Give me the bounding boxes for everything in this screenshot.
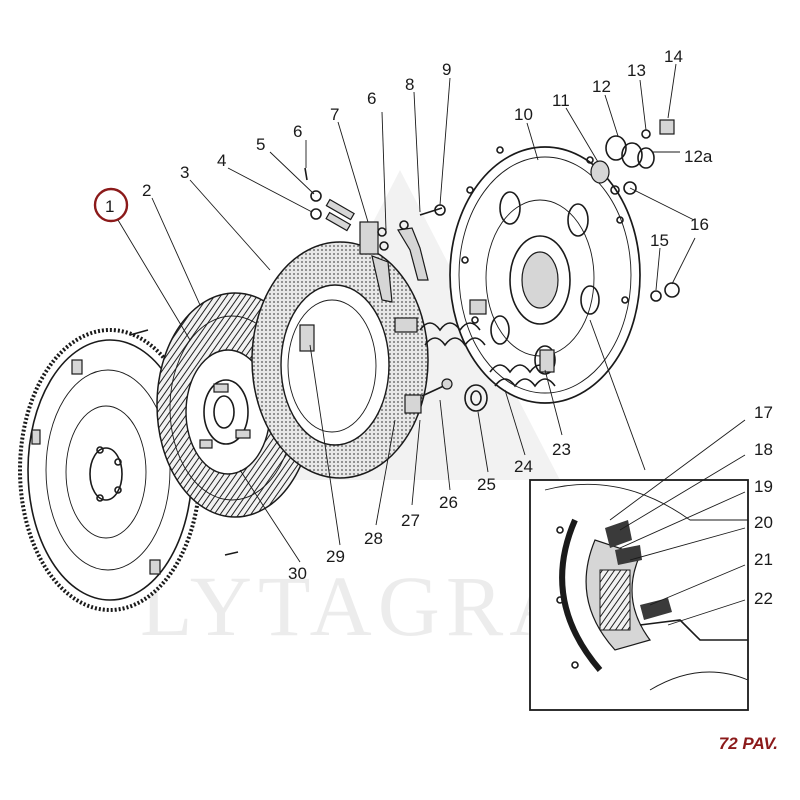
- levers-and-pins: [304, 167, 446, 303]
- label-5: 5: [256, 135, 265, 154]
- label-25: 25: [477, 475, 496, 494]
- leader-lines: [117, 63, 746, 626]
- label-12a: 12a: [684, 147, 713, 166]
- label-27: 27: [401, 511, 420, 530]
- label-22: 22: [754, 589, 773, 608]
- label-20: 20: [754, 513, 773, 532]
- label-12: 12: [592, 77, 611, 96]
- label-13: 13: [627, 61, 646, 80]
- page-code: 72 PAV.: [718, 734, 778, 753]
- label-30: 30: [288, 564, 307, 583]
- label-6a: 6: [293, 122, 302, 141]
- label-9: 9: [442, 60, 451, 79]
- part-labels: 1 2 3 4 5 6 6 7 8 9 10 11 12 12a 13 14 1…: [105, 47, 773, 608]
- label-24: 24: [514, 457, 533, 476]
- label-7: 7: [330, 105, 339, 124]
- highlight-ring: [93, 187, 129, 223]
- label-3: 3: [180, 163, 189, 182]
- clutch-cover: [449, 146, 641, 404]
- label-14: 14: [664, 47, 683, 66]
- detail-inset: [529, 479, 749, 711]
- adjuster-parts: [590, 119, 680, 302]
- label-23: 23: [552, 440, 571, 459]
- label-17: 17: [754, 403, 773, 422]
- label-2: 2: [142, 181, 151, 200]
- label-10: 10: [514, 105, 533, 124]
- label-21: 21: [754, 550, 773, 569]
- label-8: 8: [405, 75, 414, 94]
- pressure-plate: [251, 241, 429, 479]
- label-26: 26: [439, 493, 458, 512]
- label-6b: 6: [367, 89, 376, 108]
- label-16: 16: [690, 215, 709, 234]
- label-28: 28: [364, 529, 383, 548]
- label-15: 15: [650, 231, 669, 250]
- label-4: 4: [217, 151, 226, 170]
- springs-and-bolts: [419, 299, 556, 412]
- label-29: 29: [326, 547, 345, 566]
- label-1: 1: [105, 197, 114, 216]
- label-11: 11: [552, 91, 570, 110]
- watermark: LYTAGRA: [140, 558, 577, 654]
- label-19: 19: [754, 477, 773, 496]
- label-18: 18: [754, 440, 773, 459]
